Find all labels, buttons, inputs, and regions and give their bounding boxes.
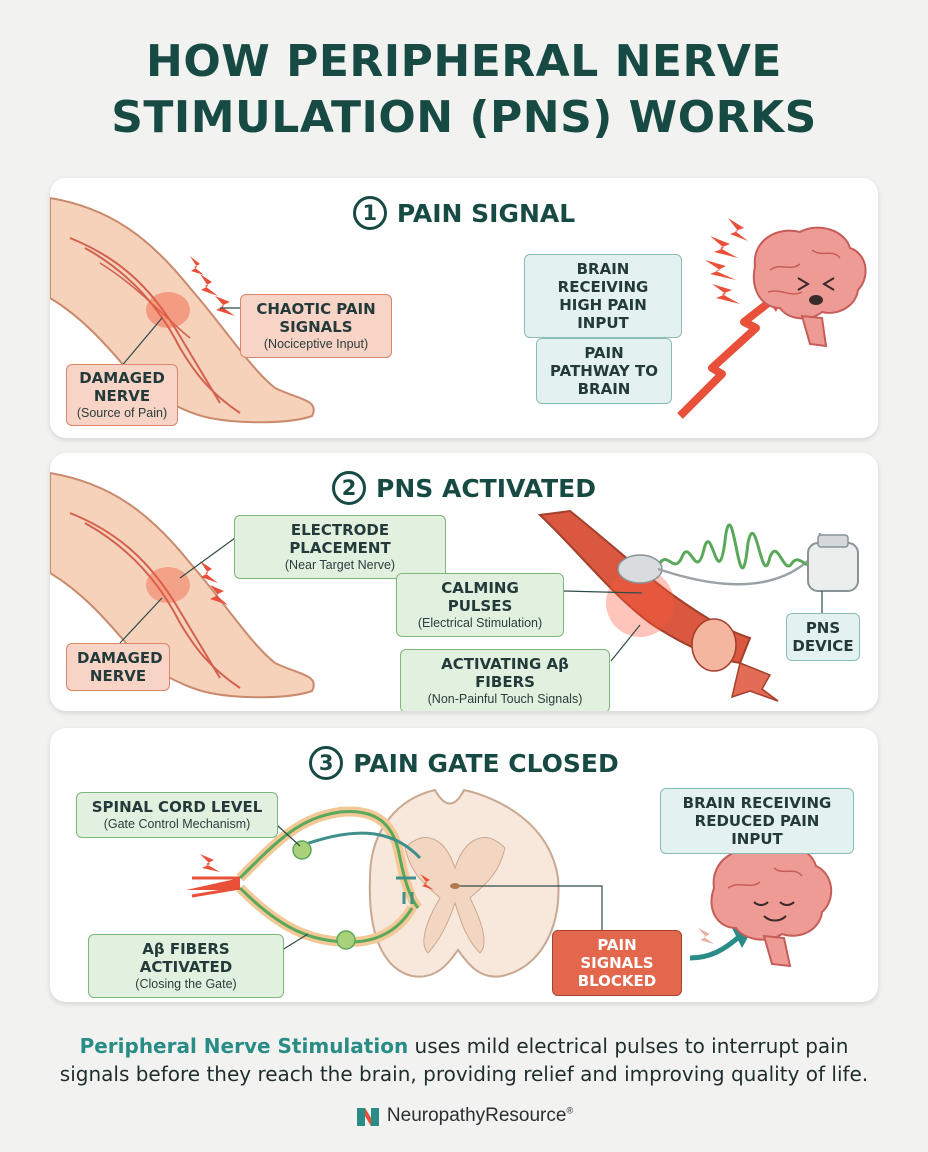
pns-device-label: PNS DEVICE bbox=[786, 613, 860, 661]
electrode-lead bbox=[617, 532, 822, 586]
pns-device-icon bbox=[807, 534, 859, 592]
chaotic-pain-signals-label: CHAOTIC PAIN SIGNALS (Nociceptive Input) bbox=[240, 294, 392, 358]
panel-3-heading: 3 PAIN GATE CLOSED bbox=[50, 746, 878, 780]
fibers-activated-label: Aβ FIBERS ACTIVATED (Closing the Gate) bbox=[88, 934, 284, 998]
brain-spark-icon bbox=[705, 218, 748, 304]
pain-spark-icon bbox=[200, 561, 228, 605]
panel-2-heading: 2 PNS ACTIVATED bbox=[50, 471, 878, 505]
spinal-cord-illustration bbox=[368, 788, 560, 978]
step-number-badge: 2 bbox=[332, 471, 367, 505]
caption-rest: uses mild electrical pulses to interrupt… bbox=[408, 1034, 849, 1058]
calming-wave bbox=[658, 523, 816, 570]
nerve-fibers bbox=[186, 806, 423, 950]
pain-spark-icon bbox=[200, 854, 434, 890]
brain-high-pain-label: BRAIN RECEIVING HIGH PAIN INPUT bbox=[524, 254, 682, 338]
panel-3-title: PAIN GATE CLOSED bbox=[353, 748, 619, 778]
brand-name: NeuropathyResource® bbox=[386, 1105, 574, 1126]
spinal-cord-level-label: SPINAL CORD LEVEL (Gate Control Mechanis… bbox=[76, 792, 278, 838]
electrode-placement-label: ELECTRODE PLACEMENT (Near Target Nerve) bbox=[234, 515, 446, 579]
title-line-1: HOW PERIPHERAL NERVE bbox=[146, 36, 782, 87]
pain-pathway-arrow bbox=[677, 290, 786, 419]
neuropathy-logo-icon bbox=[356, 1108, 379, 1126]
pain-signal-illustration bbox=[50, 196, 867, 424]
calm-brain-icon bbox=[710, 843, 833, 968]
panel-pain-signal: 1 PAIN SIGNAL CHAOTIC PAIN SIGNALS (Noci… bbox=[50, 178, 878, 438]
title-line-2: STIMULATION (PNS) WORKS bbox=[111, 92, 817, 143]
panel-2-title: PNS ACTIVATED bbox=[376, 473, 596, 503]
summary-caption: Peripheral Nerve Stimulation uses mild e… bbox=[0, 1032, 928, 1088]
brand-logo: NeuropathyResource® bbox=[0, 1104, 928, 1128]
caption-line-2: signals before they reach the brain, pro… bbox=[59, 1062, 869, 1086]
panel-pain-gate-closed: 3 PAIN GATE CLOSED SPINAL CORD LEVEL (Ga… bbox=[50, 728, 878, 1002]
caption-line-1: Peripheral Nerve Stimulation uses mild e… bbox=[0, 1032, 928, 1060]
brain-icon bbox=[752, 226, 867, 348]
panel-pns-activated: 2 PNS ACTIVATED ELECTRODE PLACEMENT (Nea… bbox=[50, 453, 878, 711]
panel-1-title: PAIN SIGNAL bbox=[396, 198, 576, 228]
step-number-badge: 1 bbox=[352, 196, 387, 230]
page-title: HOW PERIPHERAL NERVE STIMULATION (PNS) W… bbox=[0, 34, 928, 146]
damaged-nerve-label: DAMAGED NERVE (Source of Pain) bbox=[66, 364, 178, 426]
leg-illustration bbox=[50, 196, 315, 424]
activating-fibers-label: ACTIVATING Aβ FIBERS (Non-Painful Touch … bbox=[400, 649, 610, 711]
caption-highlight: Peripheral Nerve Stimulation bbox=[79, 1034, 409, 1058]
panel-1-heading: 1 PAIN SIGNAL bbox=[50, 196, 878, 230]
pain-signals-blocked-label: PAIN SIGNALS BLOCKED bbox=[552, 930, 682, 996]
calming-pulses-label: CALMING PULSES (Electrical Stimulation) bbox=[396, 573, 564, 637]
brain-reduced-pain-label: BRAIN RECEIVING REDUCED PAIN INPUT bbox=[660, 788, 854, 854]
pain-pathway-label: PAIN PATHWAY TO BRAIN bbox=[536, 338, 672, 404]
damaged-nerve-label: DAMAGED NERVE bbox=[66, 643, 170, 691]
step-number-badge: 3 bbox=[309, 746, 344, 780]
pain-spark-icon bbox=[190, 256, 235, 316]
pain-gate-illustration bbox=[186, 788, 833, 978]
